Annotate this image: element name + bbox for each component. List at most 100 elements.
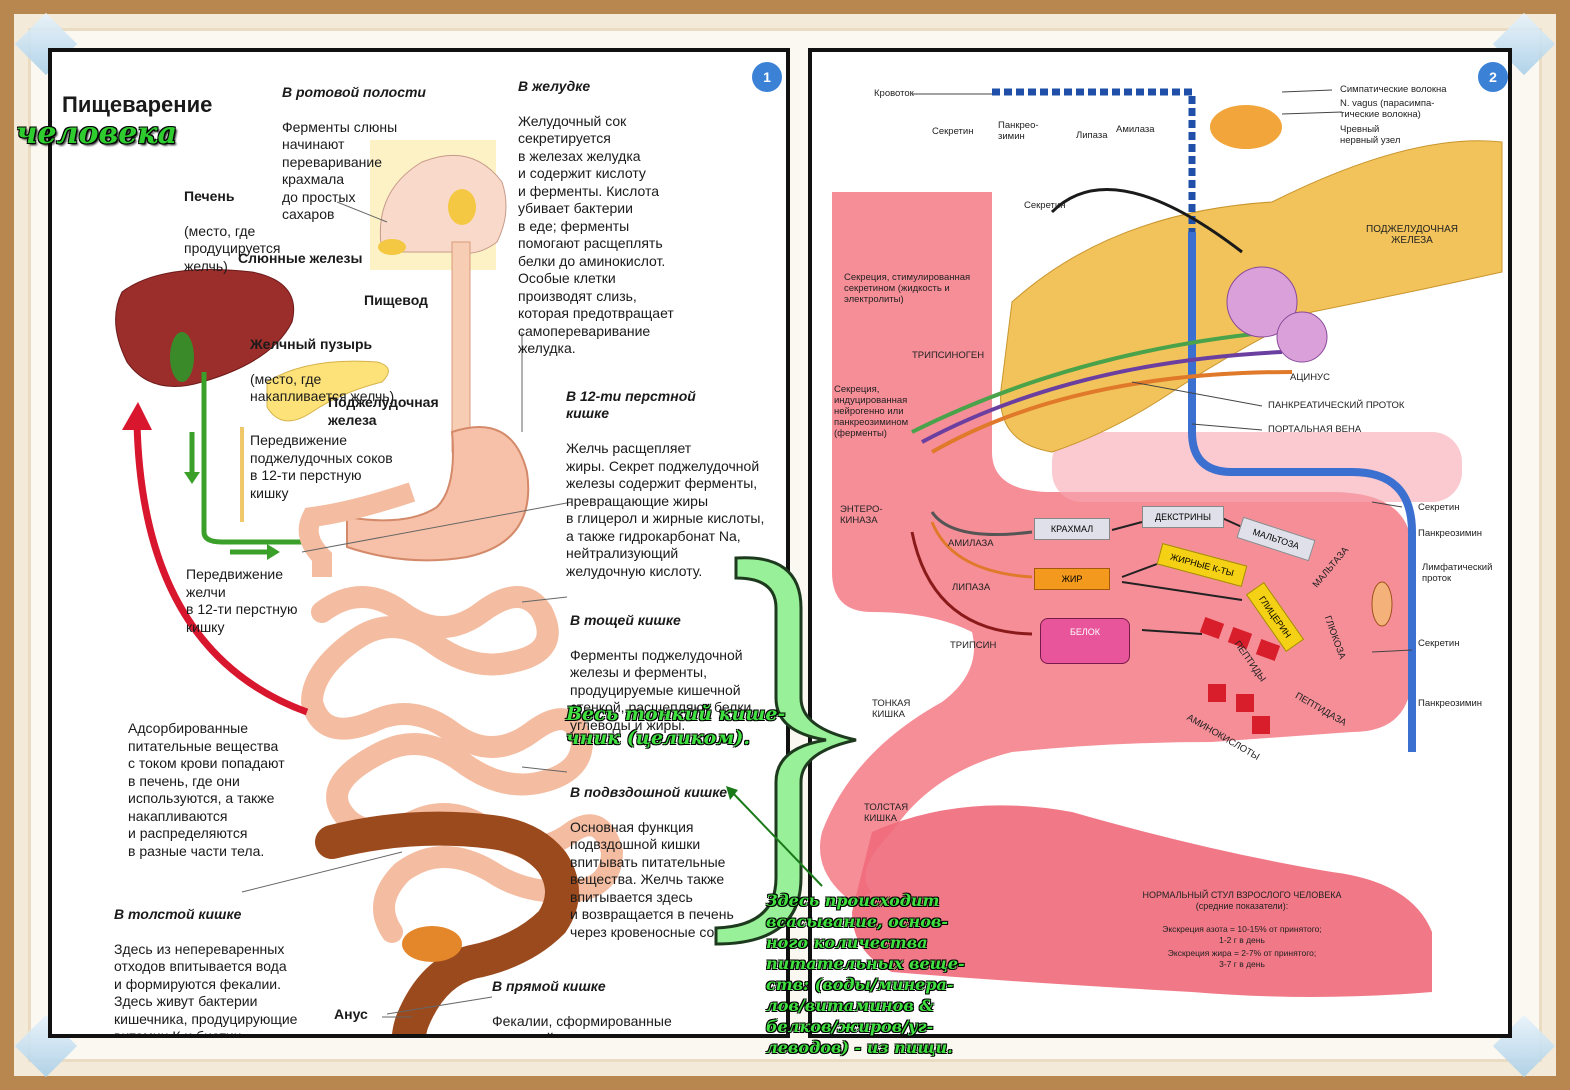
trypsin-label: ТРИПСИН [950,640,997,651]
acinus-shape [1226,266,1298,338]
acinus-shape [1276,311,1328,363]
starch-box: КРАХМАЛ [1034,518,1110,540]
leader-line [1371,501,1403,508]
secretion-path [911,330,1273,434]
liver-text: (место, где продуцируется желчь) [184,222,281,274]
dextrins-box: ДЕКСТРИНЫ [1142,506,1224,528]
bile-flow-arrowhead [184,472,200,484]
protein-box: БЕЛОК [1040,618,1130,664]
secretion-path [931,370,1293,454]
leader-line [1191,423,1263,431]
ileum-section: В подвздошной кишке Основная функция под… [570,766,785,941]
brace-shape [714,556,857,946]
secretin-label: Секретин [1024,200,1066,211]
panel-number-badge: 1 [752,62,782,92]
reaction-arrow [1121,581,1243,601]
absorbed-nutrients-text: Адсорбированные питательные вещества с т… [128,720,285,859]
small-intestine-note: Весь тонкий кише- чник (целиком). [566,703,786,749]
liver-shape [115,269,295,387]
annotation-arrow [726,786,823,887]
blood-flow-arrowhead [122,402,152,430]
vagus-nerve-label: N. vagus (парасимпа- тические волокна) [1340,98,1435,120]
enterokinase-label: ЭНТЕРО- КИНАЗА [840,504,883,526]
reaction-arrow [1141,629,1203,635]
bloodstream-path [992,88,1196,232]
small-intestine-brace [714,556,857,946]
salivary-glands-label: Слюнные железы [238,250,363,266]
mouth-heading: В ротовой полости [282,83,426,100]
portal-vein-label: ПОРТАЛЬНАЯ ВЕНА [1268,424,1362,435]
fat-excretion-text: Экскреция жира = 2-7% от принятого; 3-7 … [1167,948,1317,969]
pancreas-shape [266,360,389,422]
duodenum-shape [298,482,416,577]
bloodstream-label: Кровоток [874,88,914,99]
celiac-ganglion-label: Чревный нервный узел [1340,124,1401,146]
leader-line [1281,111,1343,115]
lipase-label: ЛИПАЗА [952,582,991,593]
colon-heading: В толстой кишке [114,905,242,922]
amino-acid-block [1252,716,1270,734]
secretin-label: Секретин [932,126,974,137]
duodenum-section: В 12-ти перстной кишке Желчь расщепляет … [566,370,786,580]
leader-line [521,596,568,603]
bile-flow-arrowhead [267,544,280,560]
lipase-arrow [930,521,1033,579]
colon-section: В толстой кишке Здесь из непереваренных … [114,888,324,1038]
right-panel-pancreatic-digestion: 2 [808,48,1512,1038]
bile-duct-path [201,372,302,545]
absorption-note: Здесь происходит всасывание, основ- ного… [766,891,965,1057]
leader-line [301,501,573,553]
leader-line [1371,649,1413,653]
amylase-label: АМИЛАЗА [948,538,994,549]
esophagus-shape [451,241,471,453]
liver-heading: Печень [184,187,235,204]
neurogenic-secretion-label: Секреция, индуцированная нейрогенно или … [834,384,909,439]
diagram-title: Пищеварение [62,92,213,117]
gallbladder-shape [170,332,194,382]
salivary-gland-shape [448,189,476,225]
trypsin-arrow [910,531,1033,636]
gallbladder-section: Желчный пузырь (место, где накапливается… [250,318,420,406]
large-intestine-shape [315,811,579,1034]
pancreozymin-label: Панкреозимин [1418,528,1483,539]
large-intestine-label: ТОЛСТАЯ КИШКА [864,802,909,824]
panel-number-badge: 2 [1478,62,1508,92]
pancreatic-juice-movement-text: Передвижение поджелудочных соков в 12-ти… [250,432,393,501]
peptide-block [1199,617,1225,639]
fat-box: ЖИР [1034,568,1110,590]
jejunum-text: Ферменты поджелудочной железы и ферменты… [570,646,756,733]
mouth-cavity [379,154,507,254]
gallbladder-text: (место, где накапливается желчь) [250,370,395,405]
stomach-text: Желудочный сок секретируется в железах ж… [518,112,674,357]
duodenum-text: Желчь расщепляет жиры. Секрет поджелудоч… [566,440,765,579]
stool-norms-title: НОРМАЛЬНЫЙ СТУЛ ВЗРОСЛОГО ЧЕЛОВЕКА (сред… [1142,890,1342,911]
large-intestine-shape [852,805,1432,997]
secretin-secretion-label: Секреция, стимулированная секретином (жи… [844,272,971,305]
nitrogen-excretion-text: Экскреция азота = 10-15% от принятого; 1… [1162,924,1322,945]
secretin-label: Секретин [1418,502,1460,513]
amino-acid-block [1208,684,1226,702]
duodenum-heading: В 12-ти перстной кишке [566,387,696,422]
trypsinogen-label: ТРИПСИНОГЕН [912,350,985,361]
reaction-arrow [1121,563,1158,578]
esophagus-label: Пищевод [364,292,428,308]
ileum-heading: В подвздошной кишке [570,783,728,800]
leader-line [241,851,403,893]
lymph-duct-shape [1371,581,1393,627]
duodenal-wall [1052,432,1462,502]
digestive-system-illustration [115,140,624,1034]
colon-text: Здесь из непереваренных отходов впитывае… [114,940,298,1038]
stomach-heading: В желудке [518,77,591,94]
leader-line [1131,381,1263,407]
reaction-arrow [1221,517,1243,528]
left-panel-digestion-overview: 1 [48,48,790,1038]
amylase-arrow [930,511,1033,536]
leader-line [521,766,568,773]
blood-flow-to-liver-arrow [133,421,309,716]
anus-label: Анус [334,1006,368,1022]
leader-line [386,996,493,1015]
mouth-text: Ферменты слюны начинают переваривание кр… [282,118,398,223]
rectum-text: Фекалии, сформированные в толстой кишке … [492,1012,701,1038]
arrow-line [729,789,823,887]
fecal-mass [402,926,462,962]
